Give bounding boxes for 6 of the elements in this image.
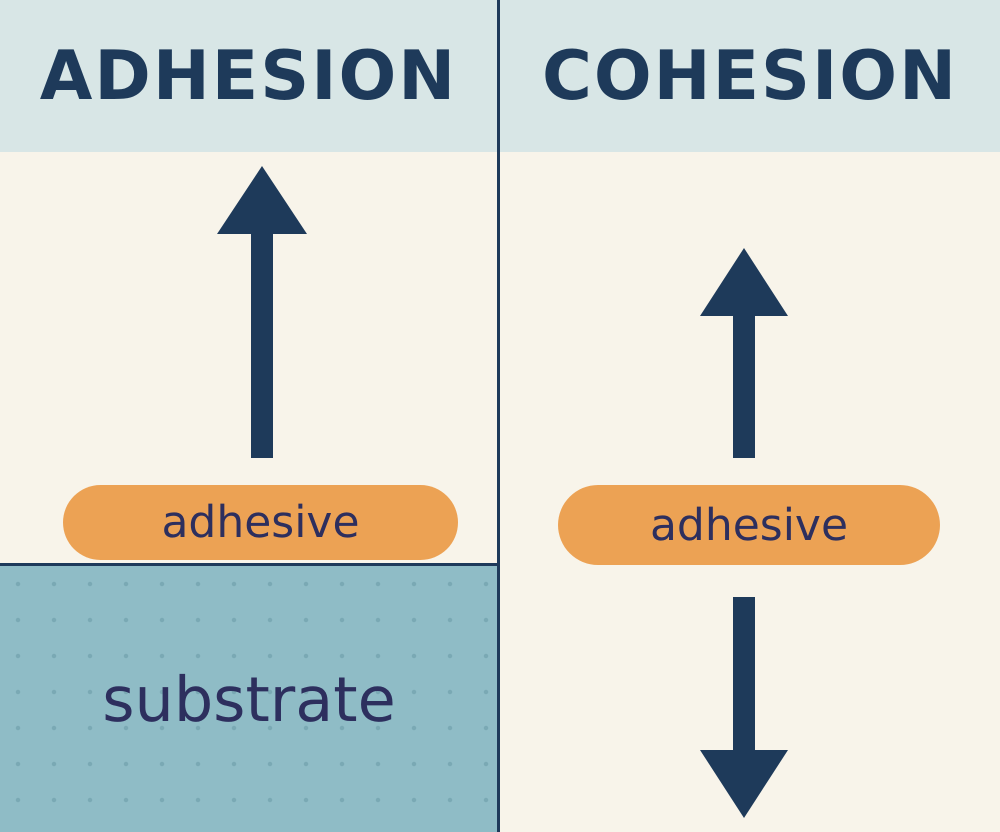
substrate-block: substrate <box>0 563 497 832</box>
adhesive-layer: adhesive <box>63 485 458 560</box>
panel-heading: ADHESION <box>0 0 497 152</box>
adhesive-layer: adhesive <box>558 485 940 565</box>
panel <box>0 0 497 832</box>
panel-heading: COHESION <box>500 0 1000 152</box>
